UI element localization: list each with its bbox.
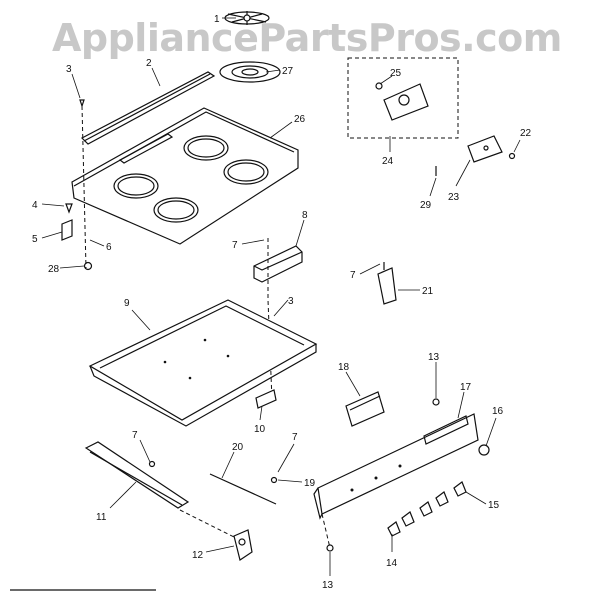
- part-9-pan: [88, 299, 318, 427]
- part-12-clip: [233, 529, 253, 561]
- callout-3-middle: 3: [288, 296, 294, 307]
- callout-13-bottom: 13: [322, 580, 334, 591]
- callout-14: 14: [386, 558, 398, 569]
- callout-9: 9: [124, 298, 130, 309]
- leader-lines: [41, 17, 521, 576]
- watermark: AppliancePartsPros.com: [52, 16, 562, 60]
- part-17-front-panel: [313, 413, 479, 520]
- callout-28: 28: [48, 264, 60, 275]
- part-16-knob: [478, 444, 490, 456]
- callout-2: 2: [146, 58, 152, 69]
- callout-7-right: 7: [350, 270, 356, 281]
- callout-23: 23: [448, 192, 460, 203]
- callout-12: 12: [192, 550, 204, 561]
- callout-11: 11: [96, 512, 107, 523]
- assembly-line-clip: [179, 509, 237, 539]
- callout-6: 6: [106, 242, 112, 253]
- callout-5: 5: [32, 234, 38, 245]
- callout-29: 29: [420, 200, 432, 211]
- part-27-bowl: [219, 61, 281, 83]
- part-18-bracket: [345, 391, 385, 427]
- callout-3-top: 3: [66, 64, 72, 75]
- part-15-knobs: [387, 481, 467, 537]
- part-24-box: [347, 57, 459, 139]
- callout-20: 20: [232, 442, 244, 453]
- callout-8: 8: [302, 210, 308, 221]
- callout-18: 18: [338, 362, 350, 373]
- callout-labels: 1 2 3 27 26 25 24 22 23 29 4 5 6 28 8 7 …: [32, 14, 532, 591]
- part-26-cooktop: [71, 107, 299, 245]
- part-1-fan-blade: [224, 11, 270, 25]
- callout-17: 17: [460, 382, 472, 393]
- assembly-line-screw: [321, 513, 331, 549]
- part-22-screw: [508, 152, 516, 160]
- callout-22: 22: [520, 128, 532, 139]
- part-13-screw-bottom: [326, 544, 334, 552]
- assembly-line-left: [81, 105, 87, 269]
- part-8-bracket: [253, 245, 303, 283]
- part-5-clip: [61, 219, 73, 241]
- callout-15: 15: [488, 500, 500, 511]
- callout-7-lower-left: 7: [132, 430, 138, 441]
- part-19-screw: [270, 476, 278, 484]
- callout-25: 25: [390, 68, 402, 79]
- part-3-screw: [79, 99, 85, 108]
- callout-21: 21: [422, 286, 434, 297]
- callout-13-top: 13: [428, 352, 440, 363]
- callout-27: 27: [282, 66, 294, 77]
- part-23-plate: [467, 135, 503, 163]
- callout-24: 24: [382, 156, 394, 167]
- callout-4: 4: [32, 200, 38, 211]
- part-21-bracket: [377, 262, 397, 305]
- part-10-tab: [255, 389, 277, 409]
- part-20-strip: [209, 473, 277, 505]
- callout-19: 19: [304, 478, 316, 489]
- part-2-trim-strip: [80, 71, 216, 145]
- callout-7-lower-right: 7: [292, 432, 298, 443]
- callout-7-upper: 7: [232, 240, 238, 251]
- callout-26: 26: [294, 114, 306, 125]
- callout-1: 1: [214, 14, 220, 25]
- callout-16: 16: [492, 406, 504, 417]
- callout-10: 10: [254, 424, 266, 435]
- part-4-screw: [65, 203, 73, 214]
- part-7-screw-left: [148, 460, 156, 468]
- part-13-screw-top: [432, 398, 440, 406]
- part-11-rail: [84, 441, 190, 509]
